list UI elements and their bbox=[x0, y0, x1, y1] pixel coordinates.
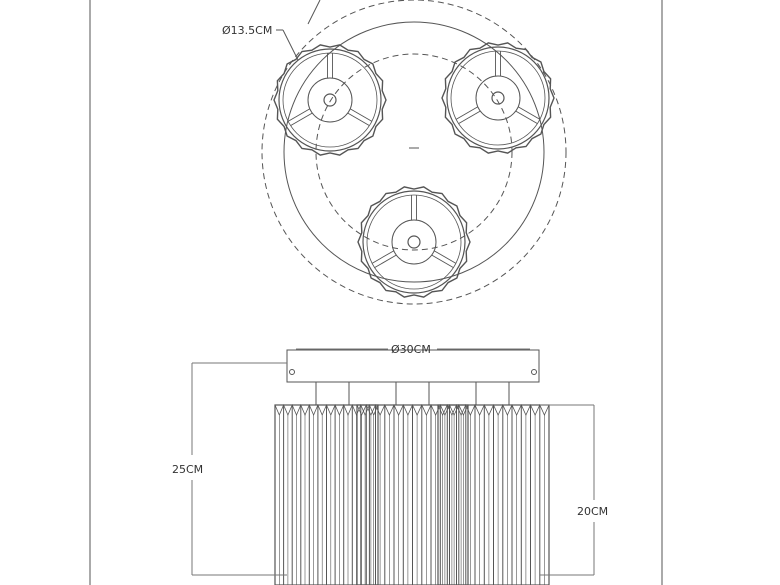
shade-height-dimension: 20CM bbox=[540, 404, 608, 576]
stem bbox=[315, 381, 350, 406]
top-view-shades bbox=[273, 42, 555, 298]
side-shade bbox=[274, 403, 379, 585]
top-shade bbox=[441, 42, 555, 154]
shade-height-label: 20CM bbox=[577, 505, 608, 518]
drawing-frame bbox=[89, 0, 663, 585]
canopy-diameter-callout: Ø30CM bbox=[296, 343, 530, 356]
top-view-outer-dashed-circle bbox=[261, 0, 567, 305]
top-view-inner-dashed-circle bbox=[315, 53, 513, 251]
side-shade bbox=[356, 404, 469, 585]
canopy-diameter-label: Ø30CM bbox=[391, 343, 431, 356]
total-height-label: 25CM bbox=[172, 463, 203, 476]
top-shade bbox=[357, 186, 471, 298]
side-view-stems bbox=[315, 381, 510, 406]
shade-diameter-label: Ø13.5CM bbox=[222, 24, 272, 37]
total-height-dimension: 25CM bbox=[172, 362, 287, 576]
top-view bbox=[261, 0, 567, 305]
shade-diameter-callout: Ø13.5CM bbox=[222, 24, 299, 61]
side-shade bbox=[437, 404, 550, 585]
side-view bbox=[274, 349, 550, 585]
stem bbox=[395, 381, 430, 406]
top-view-canopy-circle bbox=[283, 21, 545, 283]
side-view-shades bbox=[274, 403, 550, 585]
top-shade bbox=[273, 44, 387, 156]
stem bbox=[475, 381, 510, 406]
